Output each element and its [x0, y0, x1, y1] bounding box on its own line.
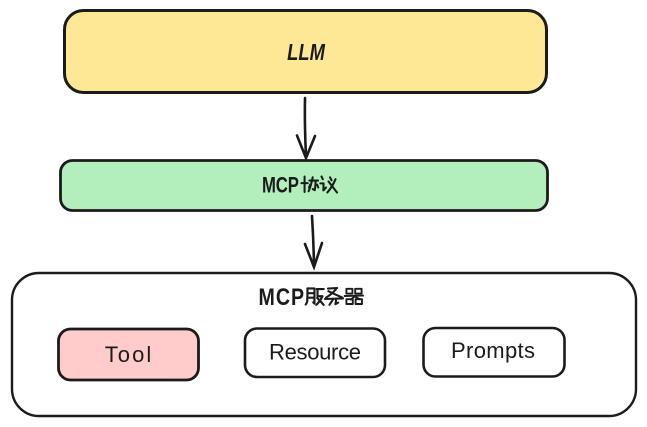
svg-text:Tool: Tool [105, 342, 152, 367]
svg-text:MCP: MCP [262, 173, 299, 198]
svg-text:MCP: MCP [259, 283, 305, 311]
svg-text:LLM: LLM [287, 40, 325, 65]
svg-text:Prompts: Prompts [451, 338, 535, 363]
svg-text:Resource: Resource [269, 340, 361, 365]
